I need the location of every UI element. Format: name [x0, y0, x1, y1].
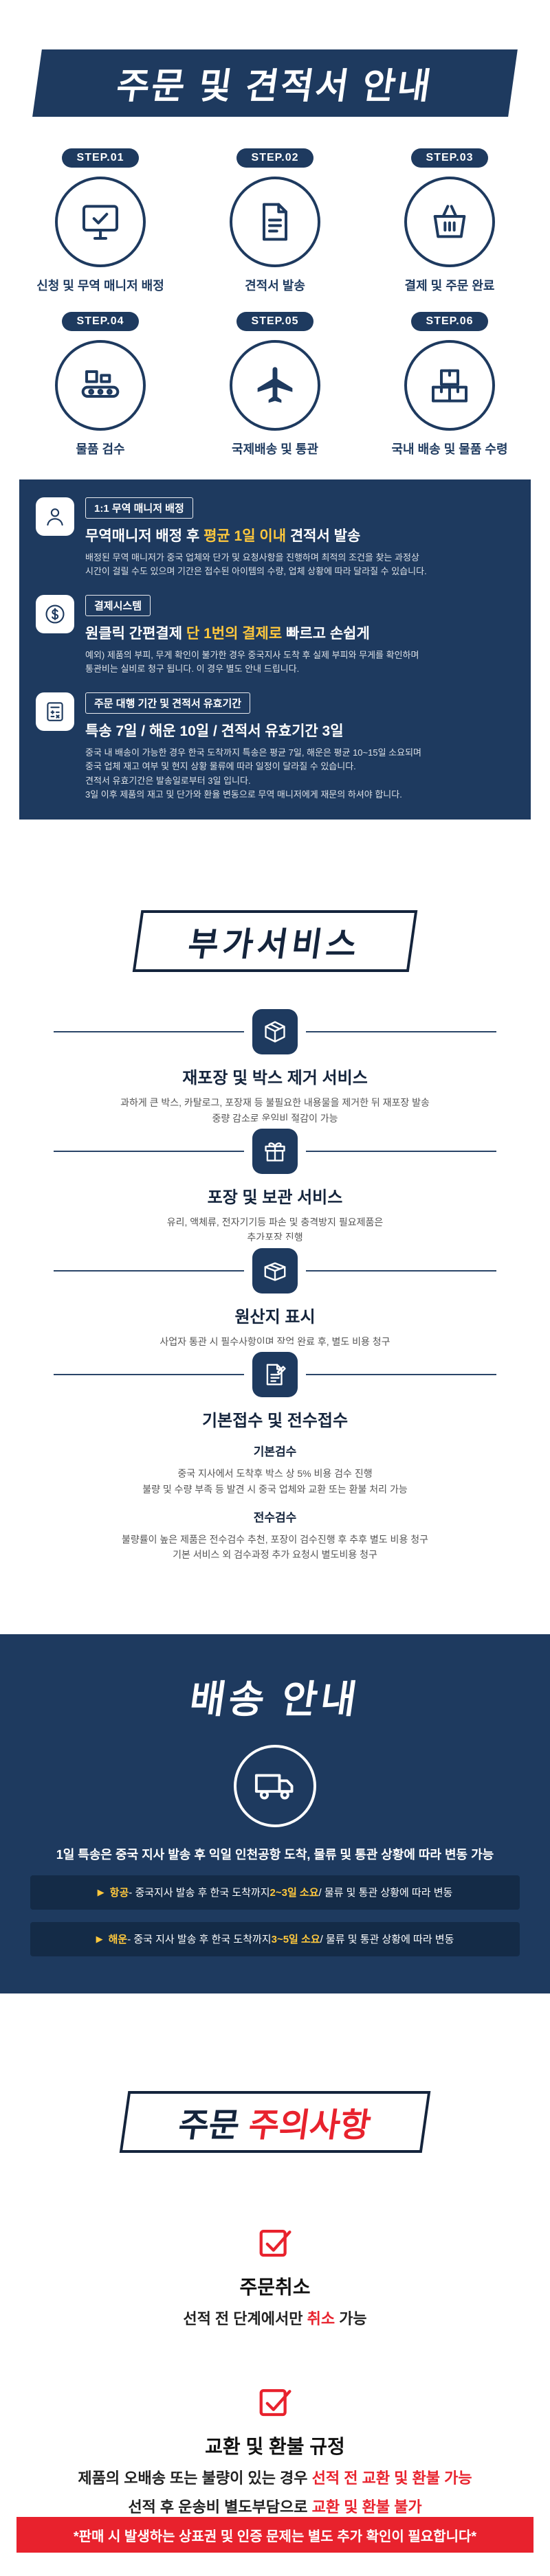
info-body: 배정된 무역 매니저가 중국 업체와 단가 및 요청사항을 진행하며 최적의 조…: [85, 552, 427, 576]
service-packing: 포장 및 보관 서비스 유리, 액체류, 전자기기등 파손 및 충격방지 필요제…: [54, 1129, 496, 1270]
info-content: 주문 대행 기간 및 견적서 유효기간 특송 7일 / 해운 10일 / 견적서…: [85, 692, 514, 802]
step-badge: STEP.06: [410, 311, 489, 331]
step-badge: STEP.01: [61, 148, 140, 168]
monitor-icon: [55, 176, 146, 267]
order-guide-title-banner: 주문 및 견적서 안내: [32, 49, 518, 117]
step-item-2: STEP.02 견적서 발송: [195, 148, 355, 294]
caution-item-title: 교환 및 환불 규정: [205, 2436, 345, 2458]
service-title: 원산지 표시: [234, 1307, 316, 1326]
shipping-bar-sea: ▶해운 - 중국 지사 발송 후 한국 도착까지 3~5일 소요 / 물류 및 …: [30, 1921, 520, 1956]
caution-item-refund: 교환 및 환불 규정 제품의 오배송 또는 불량이 있는 경우 선적 전 교환 …: [78, 2384, 472, 2517]
airplane-icon: [230, 339, 320, 431]
service-origin: 원산지 표시 사업자 통관 시 필수사항이며 작업 완료 후, 별도 비용 청구: [54, 1247, 496, 1374]
shipping-title: 배송 안내: [186, 1677, 363, 1721]
info-badge: 주문 대행 기간 및 견적서 유효기간: [85, 692, 251, 714]
shipping-intro: 1일 특송은 중국 지사 발송 후 익일 인천공항 도착, 물류 및 통관 상황…: [56, 1847, 494, 1862]
arrow-icon: ▶: [97, 1886, 104, 1897]
service-body: 불량률이 높은 제품은 전수검수 추천, 포장이 검수진행 후 추후 별도 비용…: [122, 1534, 428, 1561]
step-label: 국내 배송 및 물품 수령: [391, 442, 508, 456]
service-title: 재포장 및 박스 제거 서비스: [182, 1069, 368, 1088]
manager-person-icon: [36, 497, 74, 536]
caution-line: 제품의 오배송 또는 불량이 있는 경우 선적 전 교환 및 환불 가능: [78, 2470, 472, 2487]
caution-title-banner: 주문 주의사항: [119, 2090, 431, 2154]
caution-title-dark: 주문: [176, 2108, 242, 2145]
trademark-notice-text: *판매 시 발생하는 상표권 및 인증 문제는 별도 추가 확인이 필요합니다*: [73, 2529, 477, 2544]
info-headline: 무역매니저 배정 후 평균 1일 이내 견적서 발송: [85, 528, 361, 544]
info-block-period: 주문 대행 기간 및 견적서 유효기간 특송 7일 / 해운 10일 / 견적서…: [36, 692, 514, 802]
info-headline: 특송 7일 / 해운 10일 / 견적서 유효기간 3일: [85, 723, 344, 740]
caution-line: 선적 전 단계에서만 취소 가능: [183, 2310, 367, 2328]
calculator-icon: [36, 692, 74, 732]
step-badge: STEP.03: [410, 148, 489, 168]
quote-document-icon: [230, 176, 320, 267]
info-block-manager: 1:1 무역 매니저 배정 무역매니저 배정 후 평균 1일 이내 견적서 발송…: [36, 497, 514, 578]
gift-icon: [252, 1129, 298, 1175]
steps-grid: STEP.01 신청 및 무역 매니저 배정 STEP.02 견적서 발송 ST…: [21, 148, 529, 457]
step-item-1: STEP.01 신청 및 무역 매니저 배정: [21, 148, 180, 294]
basket-icon: [404, 176, 495, 267]
step-item-6: STEP.06 국내 배송 및 물품 수령: [370, 311, 529, 457]
step-badge: STEP.02: [236, 148, 314, 168]
services-title-banner: 부가서비스: [132, 909, 418, 973]
service-repack: 재포장 및 박스 제거 서비스 과하게 큰 박스, 카탈로그, 포장재 등 불필…: [54, 1009, 496, 1151]
info-body: 예외) 제품의 부피, 무게 확인이 불가한 경우 중국지사 도착 후 실제 부…: [85, 650, 419, 675]
checkbox-check-icon: [256, 2384, 294, 2421]
info-content: 1:1 무역 매니저 배정 무역매니저 배정 후 평균 1일 이내 견적서 발송…: [85, 497, 514, 578]
step-label: 국제배송 및 통관: [232, 442, 318, 456]
order-guide-title: 주문 및 견적서 안내: [113, 67, 435, 107]
truck-icon: [234, 1744, 316, 1827]
step-label: 결제 및 주문 완료: [404, 278, 495, 293]
step-item-5: STEP.05 국제배송 및 통관: [195, 311, 355, 457]
service-body: 유리, 액체류, 전자기기등 파손 및 충격방지 필요제품은 추가포장 진행: [166, 1217, 384, 1243]
info-content: 결제시스템 원클릭 간편결제 단 1번의 결제로 빠르고 손쉽게 예외) 제품의…: [85, 595, 514, 676]
caution-item-title: 주문취소: [239, 2276, 311, 2298]
info-badge: 결제시스템: [85, 595, 151, 617]
step-item-4: STEP.04 물품 검수: [21, 311, 180, 457]
boxes-icon: [404, 339, 495, 431]
shipping-section: 배송 안내 1일 특송은 중국 지사 발송 후 익일 인천공항 도착, 물류 및…: [0, 1634, 550, 1993]
service-inspection: 기본접수 및 전수접수 기본검수 중국 지사에서 도착후 박스 상 5% 비용 …: [54, 1352, 496, 1588]
caution-items: 주문취소 선적 전 단계에서만 취소 가능 교환 및 환불 규정 제품의 오배송…: [78, 2224, 472, 2517]
service-title: 기본접수 및 전수접수: [201, 1412, 349, 1431]
step-item-3: STEP.03 결제 및 주문 완료: [370, 148, 529, 294]
checkbox-check-icon: [256, 2224, 294, 2261]
origin-box-icon: [252, 1247, 298, 1293]
info-headline: 원클릭 간편결제 단 1번의 결제로 빠르고 손쉽게: [85, 626, 370, 642]
service-body: 과하게 큰 박스, 카탈로그, 포장재 등 불필요한 내용물을 제거한 뒤 재포…: [120, 1097, 430, 1124]
trade-info-panel: 1:1 무역 매니저 배정 무역매니저 배정 후 평균 1일 이내 견적서 발송…: [19, 479, 531, 820]
step-badge: STEP.05: [236, 311, 314, 331]
caution-line: 선적 후 운송비 별도부담으로 교환 및 환불 불가: [128, 2498, 422, 2516]
trademark-notice-bar: *판매 시 발생하는 상표권 및 인증 문제는 별도 추가 확인이 필요합니다*: [16, 2517, 534, 2553]
service-subtitle-full: 전수검수: [253, 1511, 297, 1525]
repack-box-icon: [252, 1009, 298, 1055]
services-title: 부가서비스: [186, 927, 364, 964]
step-label: 신청 및 무역 매니저 배정: [36, 278, 164, 293]
service-title: 포장 및 보관 서비스: [207, 1188, 343, 1208]
info-body: 중국 내 배송이 가능한 경우 한국 도착까지 특송은 평균 7일, 해운은 평…: [85, 747, 421, 800]
inspection-doc-icon: [252, 1352, 298, 1398]
conveyor-icon: [55, 339, 146, 431]
services-list: 재포장 및 박스 제거 서비스 과하게 큰 박스, 카탈로그, 포장재 등 불필…: [54, 1009, 496, 1588]
step-label: 물품 검수: [76, 442, 125, 456]
info-block-payment: 결제시스템 원클릭 간편결제 단 1번의 결제로 빠르고 손쉽게 예외) 제품의…: [36, 595, 514, 676]
step-badge: STEP.04: [61, 311, 140, 331]
arrow-icon: ▶: [96, 1933, 103, 1944]
step-label: 견적서 발송: [245, 278, 305, 293]
info-badge: 1:1 무역 매니저 배정: [85, 497, 193, 519]
service-subtitle-basic: 기본검수: [253, 1445, 297, 1459]
caution-title-red: 주의사항: [246, 2108, 373, 2145]
caution-item-cancel: 주문취소 선적 전 단계에서만 취소 가능: [183, 2224, 367, 2329]
service-body: 사업자 통관 시 필수사항이며 작업 완료 후, 별도 비용 청구: [160, 1335, 390, 1347]
service-body: 중국 지사에서 도착후 박스 상 5% 비용 검수 진행 불량 및 수량 부족 …: [142, 1468, 408, 1495]
payment-dollar-icon: [36, 595, 74, 634]
shipping-bar-air: ▶항공 - 중국지사 발송 후 한국 도착까지 2~3일 소요 / 물류 및 통…: [30, 1875, 520, 1910]
